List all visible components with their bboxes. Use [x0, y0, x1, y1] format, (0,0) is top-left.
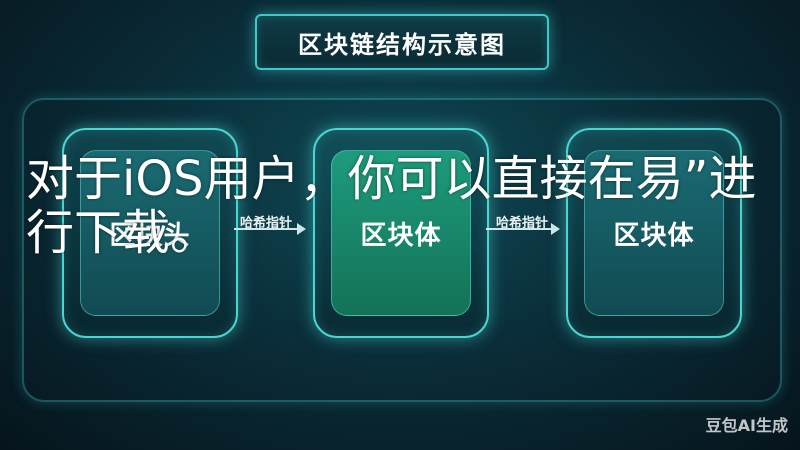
diagram-title-box: 区块链结构示意图 [255, 14, 549, 70]
block-inner: 区块头 [80, 150, 220, 316]
block-body-2: 区块体 [566, 128, 742, 338]
hash-pointer-label: 哈希指针 [496, 216, 549, 231]
block-label: 区块头 [109, 220, 191, 251]
overlay-caption: 对于iOS用户，你可以直接在易”进行下载。 [26, 151, 757, 261]
hash-pointer-arrow [486, 223, 560, 235]
hash-pointer-arrow [234, 223, 306, 235]
block-body-1: 区块体 [313, 128, 489, 338]
block-inner: 区块体 [584, 150, 724, 316]
hash-pointer-label: 哈希指针 [240, 216, 293, 231]
ai-watermark: 豆包AI生成 [705, 416, 788, 435]
block-label: 区块体 [613, 220, 695, 251]
block-label: 区块体 [360, 220, 442, 251]
block-header: 区块头 [62, 128, 238, 338]
diagram-title: 区块链结构示意图 [298, 30, 506, 59]
outer-frame [22, 98, 782, 402]
block-inner: 区块体 [331, 150, 471, 316]
